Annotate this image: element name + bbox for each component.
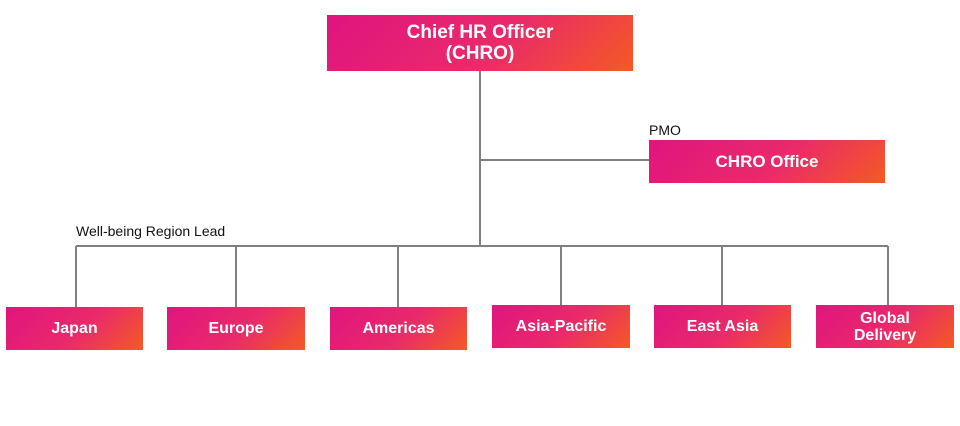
region-box-asia-pacific: Asia-Pacific: [492, 305, 630, 348]
region-label: Japan: [51, 320, 98, 337]
chro-box: Chief HR Officer (CHRO): [327, 15, 633, 71]
region-label: Americas: [362, 320, 435, 337]
region-box-global-delivery: Global Delivery: [816, 305, 954, 348]
region-box-americas: Americas: [330, 307, 467, 350]
chro-office-title: CHRO Office: [715, 152, 819, 171]
chro-title: Chief HR Officer (CHRO): [406, 22, 554, 64]
region-label: Europe: [208, 320, 264, 337]
chro-office-box: CHRO Office: [649, 140, 885, 183]
region-label: Asia-Pacific: [515, 318, 607, 335]
region-label: Global Delivery: [853, 309, 917, 344]
region-box-japan: Japan: [6, 307, 143, 350]
regions-caption: Well-being Region Lead: [76, 223, 226, 239]
region-label: East Asia: [686, 318, 759, 335]
region-box-east-asia: East Asia: [654, 305, 791, 348]
office-caption: PMO: [649, 122, 681, 138]
region-box-europe: Europe: [167, 307, 305, 350]
